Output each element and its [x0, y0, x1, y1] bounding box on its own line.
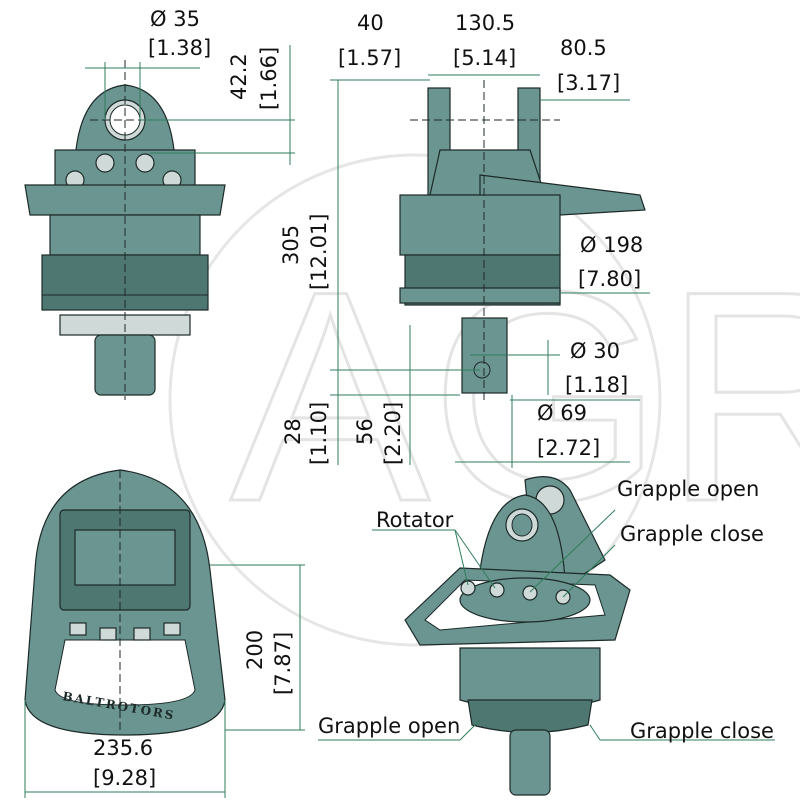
dim-shaft-diameter: Ø 30 [1.18]: [470, 339, 628, 397]
label-grapple-close-top: Grapple close: [620, 522, 764, 546]
flange-diameter-in: [2.72]: [537, 436, 600, 460]
dim-pin-diameter: Ø 35 [1.38]: [85, 7, 211, 120]
dim-bottom-width: 235.6 [9.28]: [24, 700, 226, 798]
dim-bottom-height: 200 [7.87]: [210, 564, 305, 731]
flange-diameter-mm: Ø 69: [537, 401, 587, 425]
bracket-width-mm: 130.5: [455, 11, 515, 35]
dim-bracket-width: 130.5 [5.14]: [428, 11, 540, 76]
dim-bracket-offset: 80.5 [3.17]: [540, 36, 630, 101]
total-height-mm: 305: [279, 225, 303, 265]
shaft-diameter-mm: Ø 30: [570, 339, 620, 363]
dim-body-diameter: Ø 198 [7.80]: [560, 233, 650, 294]
iso-view: Grapple open Grapple close Rotator Grapp…: [318, 476, 775, 796]
hole-height-mm: 28: [281, 418, 305, 445]
label-rotator: Rotator: [376, 508, 454, 532]
shaft-height-in: [2.20]: [381, 402, 405, 465]
label-grapple-open-top: Grapple open: [617, 477, 759, 501]
offset-mm: 40: [357, 11, 384, 35]
iso-leader-lines: [318, 509, 775, 741]
dim-hole-height: 28 [1.10]: [281, 369, 480, 465]
body-diameter-in: [7.80]: [578, 267, 641, 291]
pin-height-in: [1.66]: [257, 47, 281, 110]
hole-height-in: [1.10]: [307, 402, 331, 465]
dim-offset: 40 [1.57]: [330, 11, 430, 81]
label-grapple-close-bottom: Grapple close: [630, 719, 774, 743]
pin-height-mm: 42.2: [227, 53, 251, 100]
bottom-width-in: [9.28]: [93, 766, 156, 790]
bracket-width-in: [5.14]: [453, 46, 516, 70]
bracket-offset-mm: 80.5: [560, 36, 607, 60]
shaft-height-mm: 56: [353, 418, 377, 445]
front-view: Ø 35 [1.38] 42.2 [1.66]: [24, 7, 295, 400]
shaft-diameter-in: [1.18]: [565, 373, 628, 397]
body-diameter-mm: Ø 198: [580, 233, 643, 257]
offset-in: [1.57]: [338, 46, 401, 70]
side-view: 40 [1.57] 130.5 [5.14] 80.5 [3.17] 305 […: [279, 11, 650, 468]
pin-diameter-mm: Ø 35: [150, 7, 200, 31]
bottom-width-mm: 235.6: [93, 736, 153, 760]
bottom-height-in: [7.87]: [271, 632, 295, 695]
total-height-in: [12.01]: [307, 213, 331, 290]
dim-pin-height: 42.2 [1.66]: [140, 45, 295, 165]
dim-flange-diameter: Ø 69 [2.72]: [455, 395, 640, 468]
dim-shaft-height: 56 [2.20]: [353, 325, 411, 465]
bottom-view: BALTROTORS 200 [7.87] 235.6 [9.28]: [24, 469, 305, 798]
dim-total-height: 305 [12.01]: [279, 80, 460, 396]
bottom-height-mm: 200: [243, 630, 267, 670]
pin-diameter-in: [1.38]: [148, 36, 211, 60]
bracket-offset-in: [3.17]: [557, 71, 620, 95]
label-grapple-open-bottom: Grapple open: [318, 714, 460, 738]
